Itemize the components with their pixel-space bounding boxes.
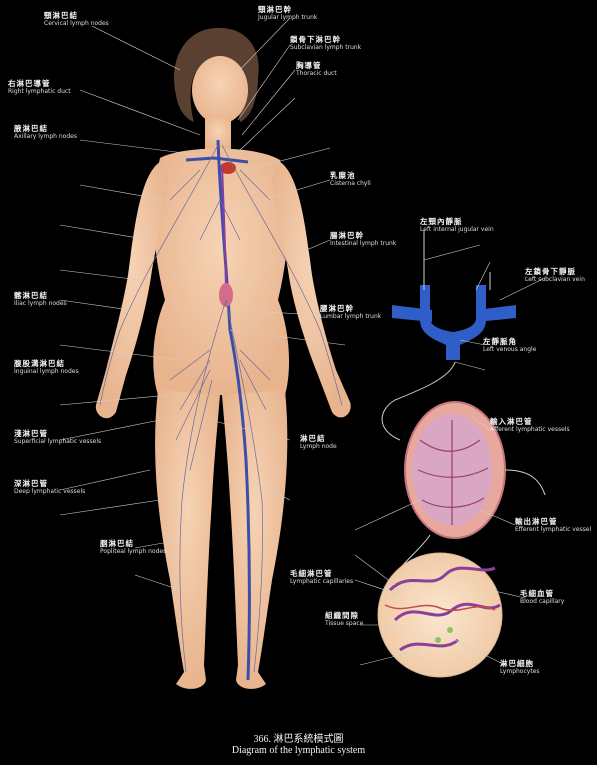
cisterna-chyli [219, 283, 233, 307]
figure-caption: 366. 淋巴系統模式圖 Diagram of the lymphatic sy… [0, 730, 597, 756]
head [192, 56, 248, 124]
leg-right [222, 390, 287, 689]
caption-en: Diagram of the lymphatic system [0, 745, 597, 756]
inset-tissue [378, 553, 502, 677]
caption-zh: 366. 淋巴系統模式圖 [0, 730, 597, 745]
